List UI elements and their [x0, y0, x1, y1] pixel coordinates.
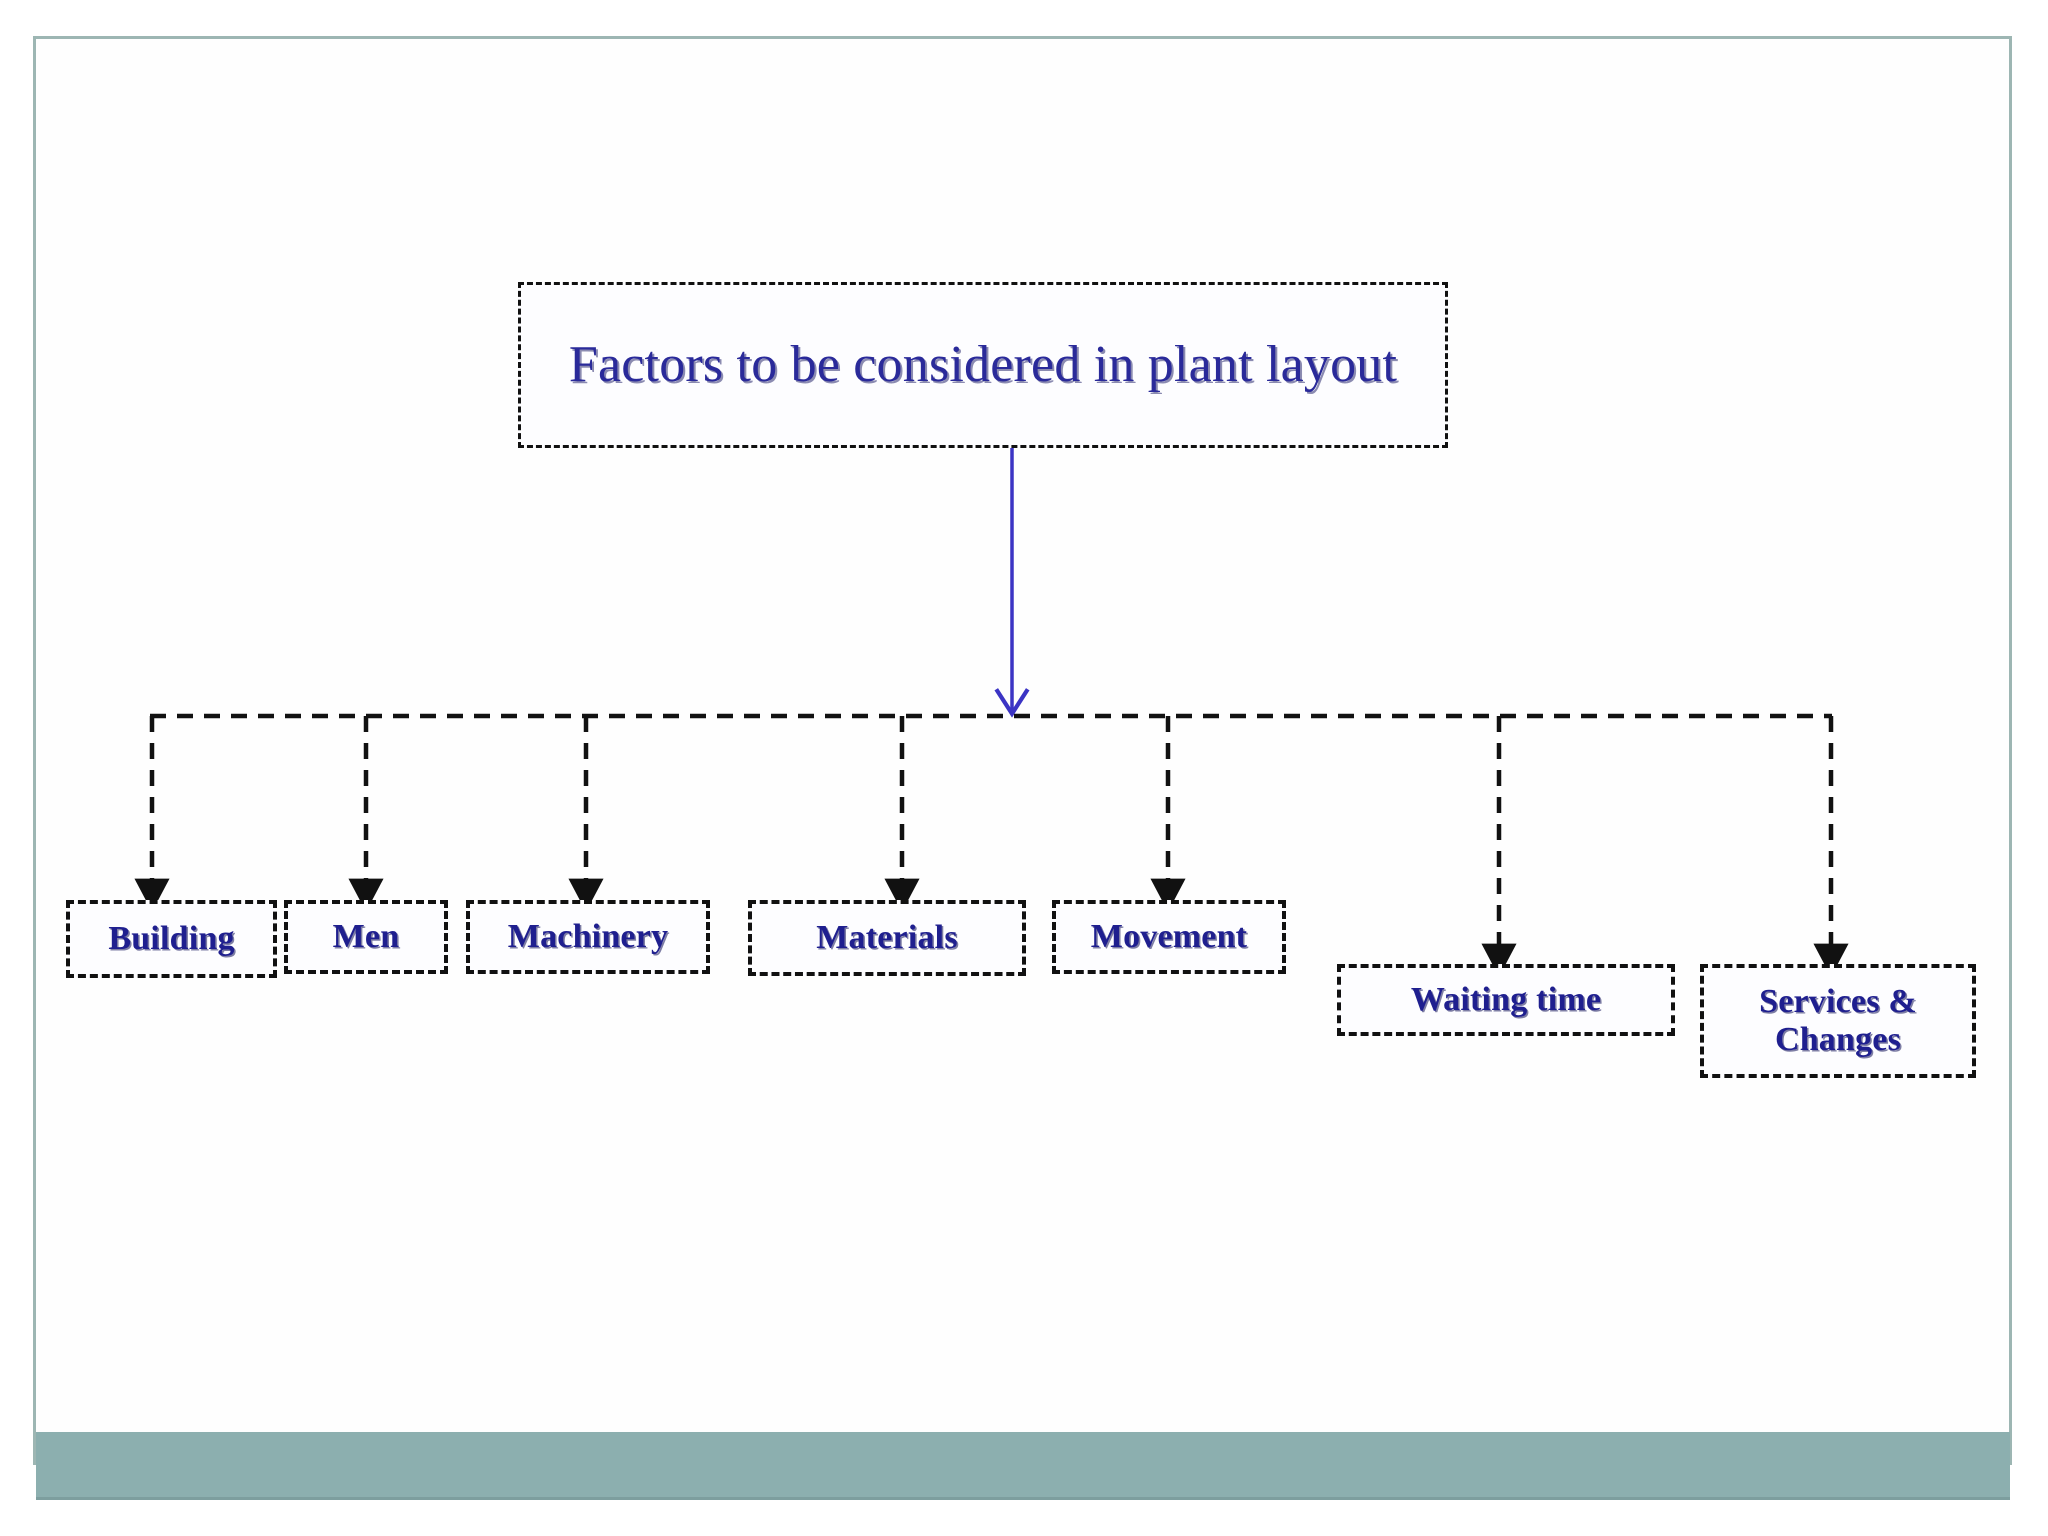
node-materials[interactable]: Materials	[748, 900, 1026, 976]
node-men[interactable]: Men	[284, 900, 448, 974]
node-movement[interactable]: Movement	[1052, 900, 1286, 974]
node-root[interactable]: Factors to be considered in plant layout	[518, 282, 1448, 448]
node-waiting-time[interactable]: Waiting time	[1337, 964, 1675, 1036]
node-machinery[interactable]: Machinery	[466, 900, 710, 974]
node-services-changes-line2: Changes	[1774, 1021, 1902, 1058]
node-services-changes[interactable]: Services & Changes	[1700, 964, 1976, 1078]
footer-decorative-band	[36, 1432, 2010, 1500]
slide-frame-border	[33, 36, 2012, 1465]
node-building[interactable]: Building	[66, 900, 277, 978]
node-services-changes-line1: Services &	[1759, 982, 1917, 1020]
